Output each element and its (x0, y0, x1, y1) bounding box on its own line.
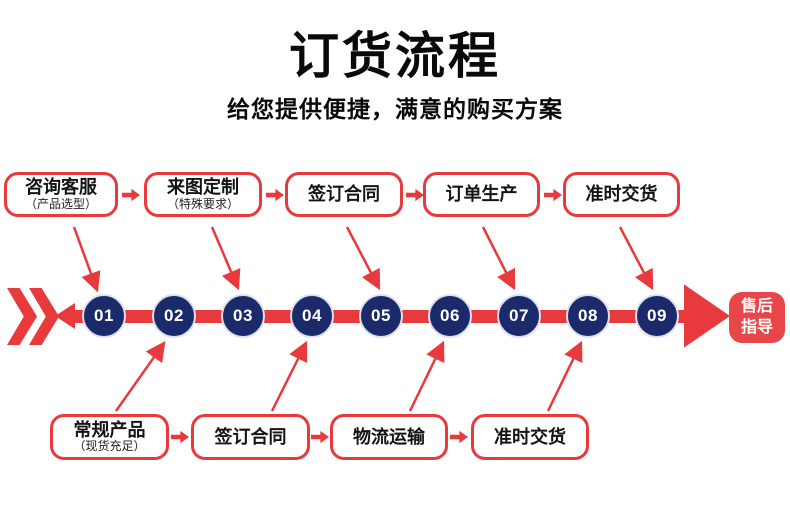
step-box-sign-contract-bottom: 签订合同 (191, 414, 310, 460)
timeline-step-6: 06 (428, 294, 472, 338)
right-arrow-icon (450, 430, 468, 444)
page-title: 订货流程 (289, 28, 501, 84)
right-arrow-icon (406, 188, 424, 202)
step-number: 03 (233, 306, 253, 325)
step-box-ontime-delivery-bottom: 准时交货 (471, 414, 589, 460)
timeline-step-8: 08 (566, 294, 610, 338)
timeline-step-9: 09 (635, 294, 679, 338)
step-number: 09 (647, 306, 667, 325)
step-box-logistics: 物流运输 (330, 414, 448, 460)
connector-arrow-up (546, 340, 583, 412)
connector-arrow-up (270, 340, 308, 412)
step-label: 准时交货 (494, 426, 566, 447)
right-arrow-icon (311, 430, 329, 444)
step-box-ontime-delivery-top: 准时交货 (563, 172, 680, 217)
step-box-sign-contract-top: 签订合同 (285, 172, 403, 217)
chevron-start-icon (7, 288, 37, 345)
connector-arrow-down (210, 226, 241, 291)
connector-arrow-up (408, 340, 445, 412)
timeline-step-4: 04 (290, 294, 334, 338)
step-box-consult: 咨询客服 （产品选型） (4, 172, 118, 217)
step-number: 04 (302, 306, 322, 325)
timeline-step-5: 05 (359, 294, 403, 338)
page-subtitle: 给您提供便捷，满意的购买方案 (227, 96, 563, 122)
right-arrow-icon (544, 188, 562, 202)
timeline-step-1: 01 (82, 294, 126, 338)
step-number: 06 (440, 306, 460, 325)
step-label: 咨询客服 (25, 177, 97, 198)
timeline-step-7: 07 (497, 294, 541, 338)
step-box-regular-product: 常规产品 （现货充足） (50, 414, 169, 460)
right-arrow-icon (171, 430, 189, 444)
timeline-step-3: 03 (221, 294, 265, 338)
step-number: 05 (371, 306, 391, 325)
step-label: 来图定制 (167, 177, 239, 198)
step-number: 08 (578, 306, 598, 325)
step-box-custom-drawing: 来图定制 （特殊要求） (144, 172, 262, 217)
after-sales-badge: 售后 指导 (729, 292, 785, 343)
step-number: 02 (164, 306, 184, 325)
connector-arrow-down (72, 226, 101, 293)
step-label: 物流运输 (353, 426, 425, 447)
step-number: 01 (94, 306, 114, 325)
right-arrow-icon (266, 188, 284, 202)
step-box-order-production: 订单生产 (423, 172, 540, 217)
big-arrow-icon (684, 284, 730, 348)
step-label: 签订合同 (308, 184, 380, 205)
right-arrow-icon (122, 188, 140, 202)
step-label: 订单生产 (445, 184, 518, 205)
step-label: 准时交货 (585, 184, 658, 205)
connector-arrow-up (114, 340, 166, 412)
step-sublabel: （产品选型） (24, 196, 97, 211)
connector-arrow-down (481, 226, 516, 291)
step-label: 签订合同 (214, 426, 287, 447)
step-number: 07 (509, 306, 529, 325)
after-sales-line2: 指导 (740, 318, 773, 336)
after-sales-line1: 售后 (740, 297, 773, 315)
connector-arrow-down (345, 226, 381, 291)
step-sublabel: （现货充足） (73, 439, 146, 454)
step-sublabel: （特殊要求） (166, 196, 239, 211)
connector-arrow-down (618, 226, 654, 291)
step-label: 常规产品 (73, 419, 146, 440)
timeline-step-2: 02 (152, 294, 196, 338)
